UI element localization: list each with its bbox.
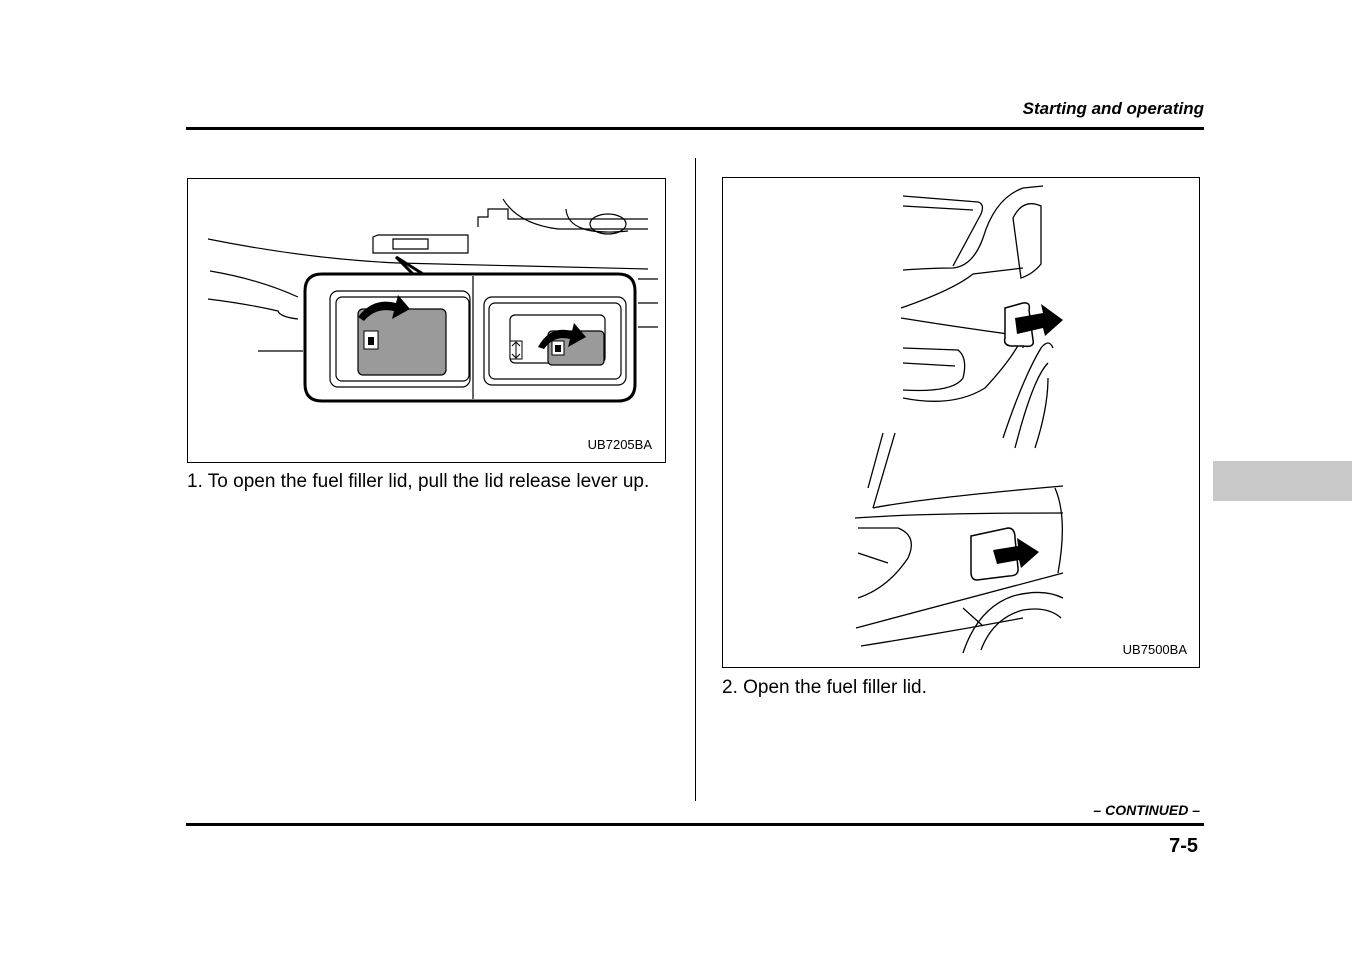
continued-label: – CONTINUED – xyxy=(1093,802,1200,818)
chapter-tab xyxy=(1213,461,1352,501)
figure-caption: 2. Open the fuel filler lid. xyxy=(722,677,927,698)
page-number: 7-5 xyxy=(1169,835,1198,857)
header-rule xyxy=(186,127,1204,130)
footer-rule xyxy=(186,823,1204,826)
figure-lever-illustration: UB7205BA xyxy=(187,178,666,463)
lever-illustration xyxy=(207,198,658,403)
figure-code: UB7205BA xyxy=(587,437,652,452)
figure-code: UB7500BA xyxy=(1122,642,1187,657)
fuel-lid-illustration xyxy=(854,185,1064,654)
page-header-title: Starting and operating xyxy=(1022,99,1204,118)
figure-caption: 1. To open the fuel filler lid, pull the… xyxy=(187,471,650,492)
figure-fuel-lid-illustration: UB7500BA xyxy=(722,177,1200,668)
column-divider xyxy=(695,158,696,801)
